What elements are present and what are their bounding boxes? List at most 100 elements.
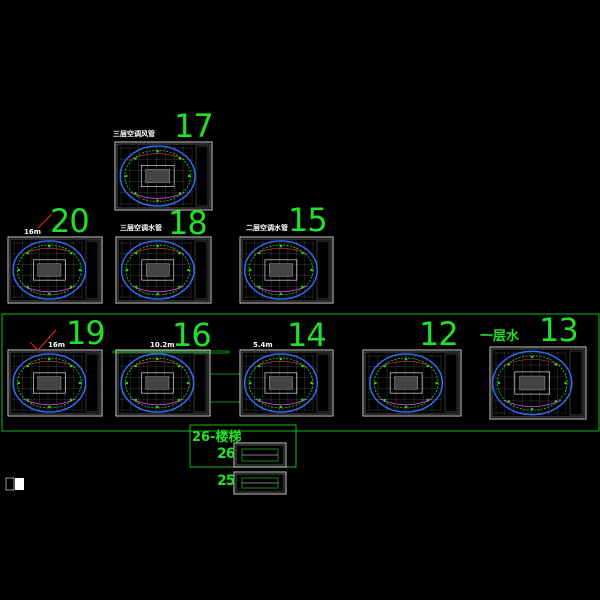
equipment-dot [507,363,510,366]
sheet-inner-border [235,444,285,466]
sheet-title-14: 5.4m [253,341,273,349]
sheet-inner-border [117,351,209,415]
building-outline [243,353,318,413]
building-outline [243,240,318,300]
equipment-dot [258,364,261,368]
equipment-dot [125,381,129,385]
equipment-dot [564,381,567,385]
equipment-dot [258,398,261,402]
equipment-dot [135,251,138,255]
equipment-dot [178,251,181,255]
floor-plan-sheet-18[interactable] [115,236,212,304]
building-outline [119,145,196,207]
drawing-number-20: 20 [50,202,90,240]
equipment-dot [404,405,408,409]
equipment-dot [26,364,29,368]
equipment-dot [178,192,182,195]
drawing-number-26: 26 [217,446,236,462]
equipment-dot [186,381,190,385]
sheet-border [239,349,334,417]
equipment-dot [301,364,304,368]
core-block [33,372,66,394]
drawing-number-12: 12 [419,315,459,353]
core-block [389,372,423,394]
sheet-title-26: 26-楼梯 [192,430,242,445]
core-block [33,259,66,281]
equipment-dot [554,400,557,403]
building-outline [369,353,444,413]
floor-plan-sheet-19[interactable] [7,349,103,417]
building-outline [12,353,87,413]
equipment-dot [310,381,313,385]
equipment-dot [187,268,190,272]
equipment-dot [426,398,429,402]
equipment-dot [156,292,159,296]
check-mark-20 [37,213,53,229]
equipment-dot [134,364,137,368]
equipment-dot [383,364,386,368]
equipment-dot [279,357,283,361]
equipment-dot [178,157,182,160]
equipment-dot [426,364,429,368]
floor-plan-sheet-12[interactable] [362,349,462,417]
equipment-dot [279,405,283,409]
floor-plan-sheet-13[interactable] [489,346,587,420]
equipment-dot [310,268,313,272]
floor-plan-sheet-15[interactable] [239,236,334,304]
sheet-border [7,236,103,304]
drawing-number-16: 16 [172,316,212,354]
equipment-dot [69,285,73,289]
floor-plan-sheet-17[interactable] [114,141,213,211]
equipment-dot [279,244,283,248]
core-fill [145,263,170,277]
group-frame-main [1,313,600,432]
floor-plan-sheet-20[interactable] [7,236,103,304]
sheet-border [362,349,462,417]
core-block [141,259,175,281]
drawing-number-14: 14 [287,316,327,354]
floor-plan-sheet-16[interactable] [115,349,211,417]
equipment-dot [177,364,181,368]
equipment-dot [249,381,252,385]
title-block [194,240,208,300]
equipment-dot [156,244,159,248]
title-block [444,353,458,413]
title-block [85,353,99,413]
core-fill [37,263,62,277]
core-fill [145,376,170,390]
sheet-title-19: 16m [48,341,66,349]
drawing-number-18: 18 [168,204,208,242]
equipment-dot [156,199,159,202]
equipment-dot [78,268,82,272]
equipment-dot [48,357,51,361]
equipment-dot [17,268,21,272]
building-outline [120,353,195,413]
equipment-dot [135,285,138,289]
building-outline [12,240,87,300]
legend-block [5,477,15,491]
equipment-dot [187,174,191,178]
sheet-title-15: 二层空调水管 [246,224,288,232]
core-fill [37,376,62,390]
sheet-title-17: 三层空调风管 [113,130,155,138]
core-block [264,259,298,281]
equipment-dot [134,192,137,195]
floor-plan-sheet-26[interactable] [233,442,287,468]
core-block [140,165,175,187]
core-fill [519,375,546,391]
duct-ring [496,355,568,411]
equipment-dot [531,355,534,359]
building-outline [491,350,573,416]
floor-plan-sheet-14[interactable] [239,349,334,417]
core-fill [394,376,418,390]
pipe-run [131,247,185,255]
equipment-dot [249,268,252,272]
sheet-inner-border [116,143,211,209]
floor-plan-sheet-25[interactable] [233,471,287,495]
equipment-dot [301,285,304,289]
equipment-dot [48,244,51,248]
sheet-inner-border [364,351,460,415]
sheet-inner-border [9,351,101,415]
drawing-number-17: 17 [174,107,214,145]
